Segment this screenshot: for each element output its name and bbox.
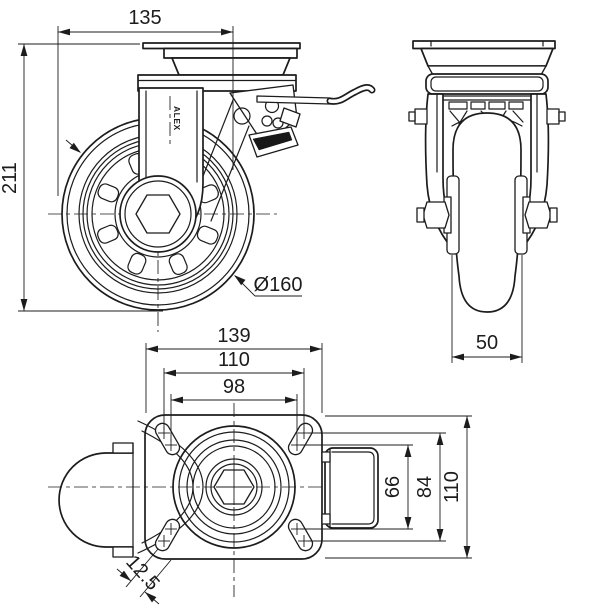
dim-bolt-pitch-66: 66 — [300, 444, 413, 530]
brake-pivot-bolt — [233, 107, 251, 125]
front-side-bolts — [408, 108, 566, 125]
plan-bolt-slots — [154, 422, 314, 552]
svg-text:110: 110 — [441, 471, 463, 503]
front-fork-crown — [425, 73, 549, 95]
front-top-plate — [412, 40, 556, 76]
front-swivel-cone — [420, 47, 554, 67]
svg-text:135: 135 — [128, 7, 161, 29]
plan-wheel-dome — [58, 442, 134, 558]
front-axle-nuts — [416, 196, 558, 234]
brake-adjuster-block — [279, 107, 301, 128]
side-top-plate — [142, 42, 301, 76]
dim-plate-width-110: 110 — [325, 415, 472, 559]
dim-plate-width-135: 135 — [57, 7, 234, 196]
svg-text:50: 50 — [476, 332, 498, 354]
dim-overall-height-211: 211 — [0, 43, 163, 312]
side-axle-hex-nut — [135, 194, 181, 234]
svg-text:110: 110 — [218, 349, 250, 371]
dim-bolt-pitch-98: 98 — [170, 376, 298, 441]
dim-bolt-pitch-110: 110 — [163, 349, 305, 430]
side-view: ALEX 135 — [0, 7, 376, 332]
side-wheel-hub — [119, 175, 197, 253]
side-brake-assembly — [229, 84, 376, 158]
svg-text:211: 211 — [0, 162, 21, 194]
side-fork-crown — [137, 74, 297, 92]
svg-text:139: 139 — [217, 325, 250, 347]
dim-wheel-diameter-160: Ø160 — [65, 139, 303, 297]
front-wheel — [452, 112, 522, 313]
svg-text:Ø160: Ø160 — [254, 274, 303, 296]
side-swivel-cone — [171, 57, 291, 76]
dim-plate-length-139: 139 — [145, 325, 323, 413]
plan-view: 139 110 98 66 — [48, 325, 472, 605]
plan-swivel-bearing — [172, 425, 296, 549]
svg-text:66: 66 — [382, 476, 404, 498]
svg-text:98: 98 — [223, 376, 245, 398]
front-view: 50 — [408, 40, 566, 363]
plan-brake-pedal — [321, 447, 379, 529]
brake-lever-bar — [256, 95, 331, 105]
brand-label: ALEX — [172, 106, 182, 131]
dim-bolt-pitch-84: 84 — [308, 432, 446, 542]
dim-wheel-width-50: 50 — [451, 255, 523, 363]
svg-text:84: 84 — [414, 476, 436, 498]
